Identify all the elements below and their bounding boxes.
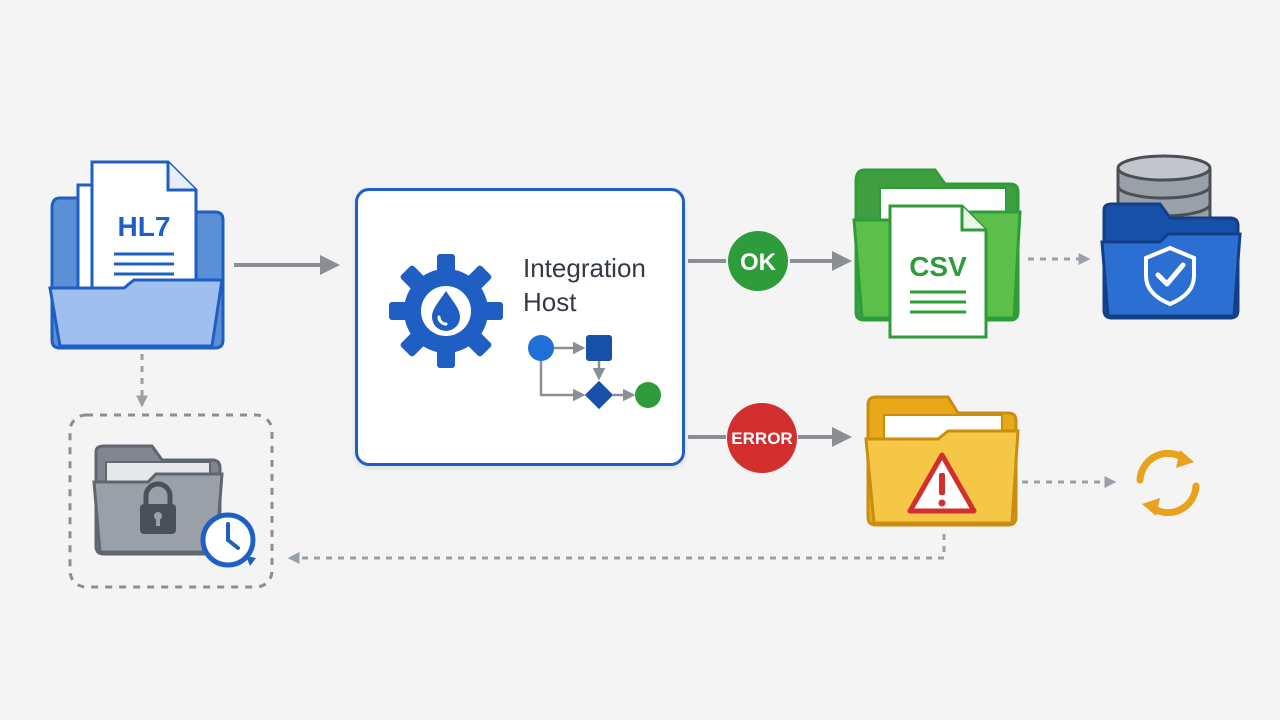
csv-output-folder: CSV (850, 162, 1025, 342)
workflow-icon (523, 331, 673, 421)
hl7-label: HL7 (118, 211, 171, 242)
host-title-line2: Host (523, 287, 577, 317)
error-folder (862, 393, 1022, 533)
integration-host-box: Integration Host (355, 188, 685, 466)
ok-badge: OK (726, 229, 790, 293)
warning-icon (907, 452, 977, 514)
lock-icon (140, 481, 176, 534)
host-title-line1: Integration (523, 253, 646, 283)
host-title: Integration Host (523, 251, 683, 319)
clock-icon (200, 512, 256, 568)
csv-label: CSV (909, 251, 967, 282)
droplet-icon (432, 291, 460, 331)
shield-check-icon (1144, 245, 1196, 307)
document-icon: CSV (888, 204, 988, 339)
source-hl7-folder: HL7 (40, 150, 240, 355)
gear-icon (386, 251, 506, 371)
error-label: ERROR (731, 429, 792, 448)
ok-label: OK (740, 249, 777, 276)
sync-icon (1128, 442, 1208, 524)
arrow-error-to-archive (287, 534, 946, 564)
secure-database-folder (1098, 150, 1243, 325)
archive-locked-folder (92, 440, 272, 580)
error-badge: ERROR (726, 402, 798, 474)
archive-frame (68, 413, 274, 589)
